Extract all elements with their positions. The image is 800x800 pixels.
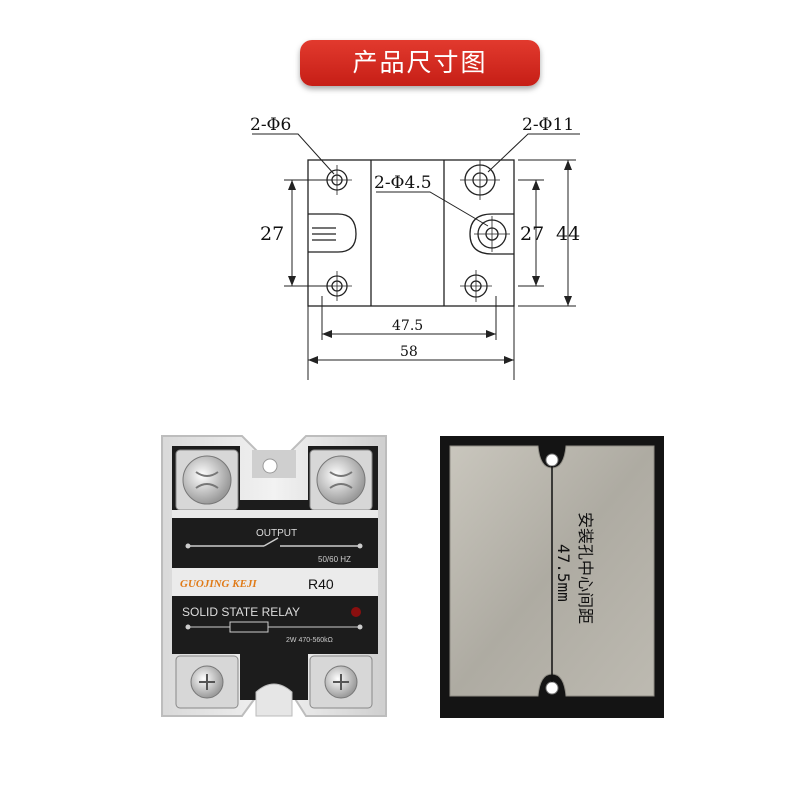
- left-terminal-tab: [308, 213, 357, 253]
- brand-label: GUOJING KEJI: [180, 578, 257, 590]
- page-title: 产品尺寸图: [352, 48, 488, 77]
- total-width-label: 58: [400, 344, 418, 360]
- hole-mid-label: 2-Φ4.5: [374, 173, 432, 193]
- left-height-label: 27: [260, 223, 284, 245]
- hole-spacing-label: 47.5: [392, 318, 423, 334]
- indicator-led: [351, 607, 361, 617]
- back-note-line2: 47.5mm: [554, 544, 573, 602]
- hole-large-label: 2-Φ11: [522, 115, 574, 135]
- back-note-line1: 安装孔中心间距: [576, 512, 595, 624]
- title-banner: 产品尺寸图: [300, 40, 540, 86]
- relay-back-photo: 安装孔中心间距 47.5mm: [440, 436, 664, 718]
- relay-front-photo: OUTPUT 50/60 HZ GUOJING KEJI R40 SOLID S…: [161, 435, 387, 717]
- total-height-label: 44: [556, 223, 580, 245]
- freq-label: 50/60 HZ: [318, 555, 351, 564]
- type-label: SOLID STATE RELAY: [182, 605, 300, 619]
- spec-label: 2W 470-560kΩ: [286, 637, 333, 644]
- right-height-label: 27: [520, 223, 544, 245]
- dimension-drawing: 2-Φ6 2-Φ11 2-Φ4.5 27 27 44 47.5 58: [250, 115, 580, 380]
- relay-outline: [307, 159, 515, 307]
- right-terminal-tab: [469, 213, 514, 255]
- hole-small-label: 2-Φ6: [250, 115, 291, 135]
- output-label: OUTPUT: [256, 528, 297, 539]
- model-label: R40: [308, 576, 334, 592]
